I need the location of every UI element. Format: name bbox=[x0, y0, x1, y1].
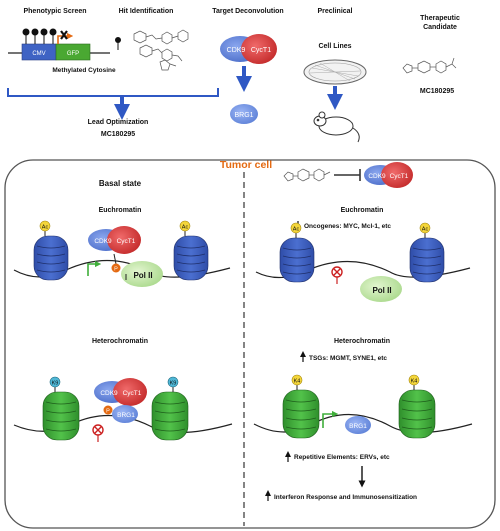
nucleosome-blue bbox=[409, 237, 445, 283]
cdk9-cyct1-complex-left: CDK9 CycT1 bbox=[88, 226, 141, 254]
interferon-response-label: Interferon Response and Immunosensitizat… bbox=[274, 494, 417, 501]
cmv-label: CMV bbox=[32, 51, 45, 57]
candidate-label: Candidate bbox=[423, 24, 457, 31]
cdk9-cyct1-complex-het: CDK9 CycT1 bbox=[94, 378, 147, 406]
k4-label: K4 bbox=[294, 379, 301, 385]
cyct1-label: CycT1 bbox=[123, 390, 142, 397]
methyl-lollipops bbox=[22, 28, 57, 44]
acetyl-label: Ac bbox=[182, 225, 189, 231]
euchromatin-label-right: Euchromatin bbox=[341, 207, 384, 214]
lead-optimization-bracket bbox=[7, 88, 219, 97]
nucleosome-blue bbox=[279, 237, 315, 283]
oncogenes-label: Oncogenes: MYC, Mcl-1, etc bbox=[304, 223, 391, 230]
reporter-construct: CMV GFP bbox=[8, 28, 110, 61]
cdk9-cyct1-complex-top: CDK9 CycT1 bbox=[220, 34, 277, 64]
blocked-transcription-icon bbox=[92, 424, 104, 442]
gfp-label: GFP bbox=[67, 51, 79, 57]
methylated-cytosine-label: Methylated Cytosine bbox=[52, 67, 116, 74]
euchromatin-label-left: Euchromatin bbox=[99, 207, 142, 214]
cdk9-label: CDK9 bbox=[100, 390, 118, 397]
nucleosome-green bbox=[42, 391, 80, 441]
heterochromatin-label-right: Heterochromatin bbox=[334, 338, 390, 345]
nucleosome-green bbox=[282, 389, 320, 439]
k9-label: K9 bbox=[52, 381, 59, 387]
k4-marker: K4 bbox=[408, 374, 420, 390]
nucleosome-green bbox=[151, 391, 189, 441]
repetitive-elements-label: Repetitive Elements: ERVs, etc bbox=[294, 454, 390, 461]
k4-label: K4 bbox=[411, 379, 418, 385]
nucleosome-blue bbox=[173, 235, 209, 281]
brg1-het-right: BRG1 bbox=[345, 416, 371, 434]
pol2-left: Pol II bbox=[121, 261, 163, 287]
brg1-het-left: BRG1 bbox=[112, 405, 138, 423]
tsgs-label: TSGs: MGMT, SYNE1, etc bbox=[309, 355, 387, 362]
brg1-label: BRG1 bbox=[349, 423, 367, 430]
tumor-cell-title: Tumor cell bbox=[220, 159, 272, 171]
cyct1-label: CycT1 bbox=[390, 173, 409, 180]
lead-compound-label: MC180295 bbox=[101, 131, 135, 138]
acetyl-marker: Ac bbox=[179, 220, 191, 236]
transcription-arrow-right bbox=[322, 410, 339, 428]
methyl-lollipop-icon bbox=[115, 37, 121, 50]
brg1-top: BRG1 bbox=[230, 104, 258, 124]
cell-lines-label: Cell Lines bbox=[318, 43, 351, 50]
tumor-cell-outline bbox=[4, 159, 496, 529]
candidate-compound-label: MC180295 bbox=[420, 88, 454, 95]
hit-identification-label: Hit Identification bbox=[119, 8, 174, 15]
pol2-label: Pol II bbox=[372, 286, 391, 295]
cdk9-label: CDK9 bbox=[94, 238, 112, 245]
acetyl-marker: Ac bbox=[290, 222, 302, 238]
candidate-molecule-icon bbox=[402, 57, 457, 74]
preclinical-label: Preclinical bbox=[317, 8, 352, 15]
brg1-label-top: BRG1 bbox=[234, 112, 253, 119]
lead-optimization-label: Lead Optimization bbox=[88, 119, 149, 126]
phospho-link bbox=[113, 253, 117, 265]
acetyl-label: Ac bbox=[42, 225, 49, 231]
k9-marker: K9 bbox=[167, 376, 179, 392]
nucleosome-blue bbox=[33, 235, 69, 281]
phenotypic-screen-label: Phenotypic Screen bbox=[23, 8, 86, 15]
phospho-marker: P bbox=[111, 263, 121, 273]
heterochromatin-label-left: Heterochromatin bbox=[92, 338, 148, 345]
inhibitor-molecule-icon bbox=[283, 168, 331, 182]
cdk9-cyct1-complex-target: CDK9 CycT1 bbox=[364, 162, 413, 188]
cyct1-label: CycT1 bbox=[251, 47, 271, 54]
transcription-arrow-left bbox=[87, 260, 102, 276]
nucleosome-green bbox=[398, 389, 436, 439]
k4-marker: K4 bbox=[291, 374, 303, 390]
gfp-box bbox=[55, 43, 91, 61]
cdk9-label: CDK9 bbox=[227, 47, 246, 54]
cdk9-label: CDK9 bbox=[368, 173, 386, 180]
pol2-label: Pol II bbox=[133, 271, 152, 280]
brg1-label: BRG1 bbox=[117, 412, 135, 419]
blocked-transcription-icon bbox=[331, 266, 343, 284]
basal-state-label: Basal state bbox=[99, 179, 142, 188]
phospho-label: P bbox=[114, 267, 118, 273]
cell-culture-dish-icon bbox=[303, 59, 367, 85]
acetyl-marker: Ac bbox=[419, 222, 431, 238]
phospho-marker: P bbox=[103, 405, 113, 415]
hit-molecules-icon bbox=[133, 29, 189, 71]
mouse-icon bbox=[313, 111, 360, 143]
blocked-x-icon bbox=[60, 30, 68, 40]
k9-marker: K9 bbox=[49, 376, 61, 392]
acetyl-label: Ac bbox=[293, 227, 300, 233]
phospho-label: P bbox=[106, 409, 110, 415]
k9-label: K9 bbox=[170, 381, 177, 387]
target-deconvolution-label: Target Deconvolution bbox=[212, 8, 283, 15]
pol2-right: Pol II bbox=[360, 276, 402, 302]
acetyl-label: Ac bbox=[422, 227, 429, 233]
blocked-transcription-arrow bbox=[57, 32, 74, 44]
cyct1-label: CycT1 bbox=[117, 238, 136, 245]
acetyl-marker: Ac bbox=[39, 220, 51, 236]
therapeutic-label: Therapeutic bbox=[420, 15, 460, 22]
